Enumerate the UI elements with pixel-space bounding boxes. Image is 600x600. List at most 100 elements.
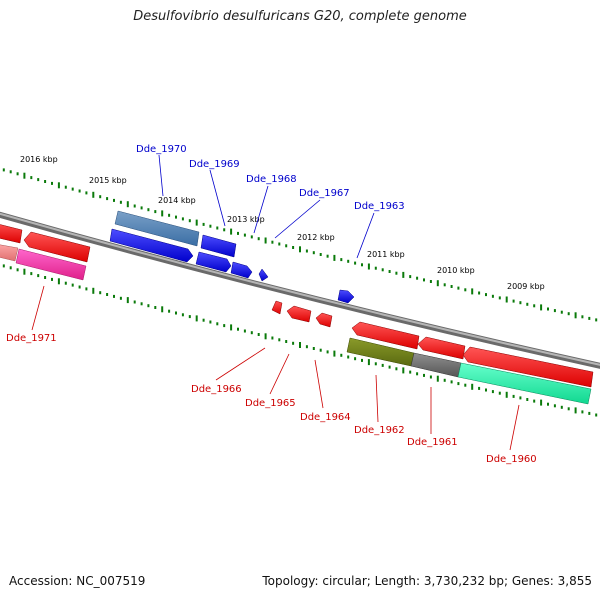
tick-mark (16, 172, 19, 176)
tick-mark (223, 228, 226, 232)
tick-mark (285, 340, 288, 343)
tick-mark (340, 353, 343, 357)
gene-label-dde-1971[interactable]: Dde_1971 (6, 333, 57, 344)
tick-mark (223, 324, 226, 328)
tick-mark (381, 268, 384, 272)
tick-mark (299, 342, 301, 348)
tick-label: 2015 kbp (89, 176, 127, 185)
tick-mark (92, 287, 95, 294)
tick-mark (485, 388, 487, 392)
tick-mark (243, 329, 246, 333)
gene-arrow-small-forward[interactable] (258, 268, 269, 282)
tick-mark (292, 246, 295, 249)
tick-mark (567, 407, 570, 411)
tick-mark (416, 276, 419, 280)
gene-label-dde-1965[interactable]: Dde_1965 (245, 398, 296, 409)
tick-mark (113, 198, 115, 202)
gene-arrow-left-edge[interactable] (0, 222, 23, 244)
gene-label-dde-1966[interactable]: Dde_1966 (191, 384, 242, 395)
tick-mark (71, 187, 74, 191)
tick-mark (457, 286, 460, 290)
tick-mark (119, 200, 122, 204)
gene-label-dde-1960[interactable]: Dde_1960 (486, 454, 537, 465)
tick-mark (361, 263, 363, 267)
tick-mark (354, 357, 357, 361)
tick-mark (23, 268, 26, 275)
tick-mark (154, 210, 157, 214)
tick-mark (354, 261, 357, 265)
forward-strand-genes (109, 210, 355, 304)
tick-mark (491, 390, 494, 394)
tick-mark (51, 181, 53, 185)
gene-arrow-dde-1965[interactable] (286, 305, 312, 323)
tick-mark (181, 313, 184, 317)
gene-arrow-red-right[interactable] (462, 346, 594, 388)
tick-mark (161, 306, 164, 313)
tick-mark (533, 399, 536, 403)
tick-mark (505, 391, 508, 398)
tick-mark (464, 288, 467, 292)
tick-mark (202, 318, 205, 322)
gene-label-dde-1967[interactable]: Dde_1967 (299, 188, 350, 199)
tick-mark (533, 304, 536, 308)
tick-mark (547, 307, 549, 311)
tick-mark (423, 373, 425, 377)
tick-mark (37, 274, 40, 278)
gene-label-dde-1961[interactable]: Dde_1961 (407, 437, 458, 448)
tick-mark (9, 170, 12, 174)
gene-arrow-dde-1971[interactable] (15, 248, 87, 281)
tick-mark (409, 275, 412, 279)
accession-text: Accession: NC_007519 (9, 574, 146, 588)
tick-mark (237, 231, 239, 235)
gene-label-dde-1962[interactable]: Dde_1962 (354, 425, 405, 436)
gene-arrow-dde-1960[interactable] (457, 362, 592, 405)
gene-label-dde-1963[interactable]: Dde_1963 (354, 201, 405, 212)
tick-mark (588, 316, 591, 320)
tick-mark (292, 341, 295, 345)
tick-mark (540, 304, 543, 311)
tick-mark (133, 300, 136, 304)
tick-mark (161, 210, 164, 217)
gene-label-dde-1968[interactable]: Dde_1968 (246, 174, 297, 185)
tick-mark (574, 407, 577, 414)
tick-mark (243, 233, 246, 237)
gene-arrow-dde-1963[interactable] (337, 289, 355, 304)
gene-arrow-salmon-left[interactable] (0, 243, 19, 262)
gene-arrow-dde-1967[interactable] (230, 261, 253, 279)
gene-arrow-red-upper-left[interactable] (23, 231, 91, 263)
tick-mark (333, 254, 336, 261)
tick-mark (595, 413, 598, 417)
gene-arrow-dde-1966[interactable] (271, 300, 283, 315)
tick-mark (37, 178, 40, 182)
tick-mark (319, 348, 322, 352)
gene-label-dde-1969[interactable]: Dde_1969 (189, 159, 240, 170)
gene-arrow-red-mid[interactable] (351, 321, 420, 350)
tick-mark (2, 168, 5, 172)
tick-mark (99, 195, 102, 199)
tick-mark (305, 345, 308, 349)
tick-mark (64, 185, 67, 189)
tick-mark (526, 398, 529, 401)
tick-mark (147, 304, 150, 308)
gene-arrow-dde-1964[interactable] (315, 312, 333, 328)
tick-mark (519, 396, 522, 400)
tick-mark (450, 380, 453, 384)
tick-mark (278, 338, 281, 342)
gene-arrow-dde-1968[interactable] (195, 251, 232, 273)
tick-mark (257, 333, 260, 336)
tick-mark (485, 293, 487, 297)
tick-mark (326, 350, 329, 354)
tick-mark (195, 315, 198, 322)
tick-mark (202, 222, 205, 226)
gene-arrow-dde-1971-forward[interactable] (109, 228, 194, 263)
gene-label-dde-1964[interactable]: Dde_1964 (300, 412, 351, 423)
tick-mark (312, 251, 315, 255)
gene-arrow-dde-1969[interactable] (200, 234, 237, 258)
gene-label-dde-1970[interactable]: Dde_1970 (136, 144, 187, 155)
tick-mark (154, 306, 157, 309)
tick-label: 2014 kbp (158, 196, 196, 205)
gene-arrow-red-mid-2[interactable] (417, 336, 466, 360)
tick-mark (416, 372, 419, 376)
tick-mark (30, 272, 33, 276)
gene-arrow-dde-1970[interactable] (114, 210, 200, 247)
